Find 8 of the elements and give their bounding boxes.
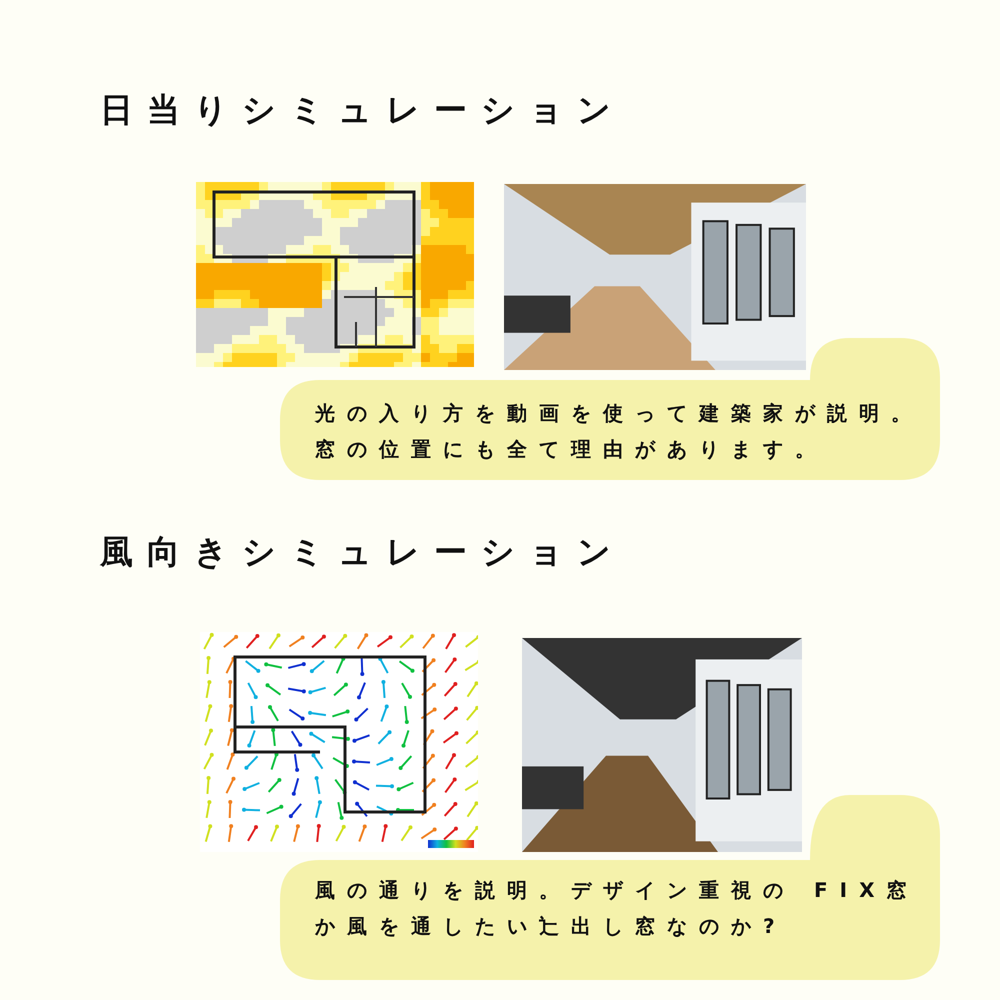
callout-text: 光の入り方を動画を使って建築家が説明。窓の位置にも全て理由があります。 [315, 400, 924, 463]
section-heading: 風向きシミュレーション [100, 531, 625, 573]
section-heading: 日当りシミュレーション [100, 89, 625, 131]
callout-text: 風の通りを説明。デザイン重視の FIX窓か風を通したい辷出し窓なのか? [315, 877, 920, 940]
wind-flow-drawing [200, 632, 478, 852]
sunlight-heatmap-drawing [196, 182, 474, 367]
interior-render-drawing [522, 638, 802, 852]
interior-render-drawing [504, 184, 806, 370]
